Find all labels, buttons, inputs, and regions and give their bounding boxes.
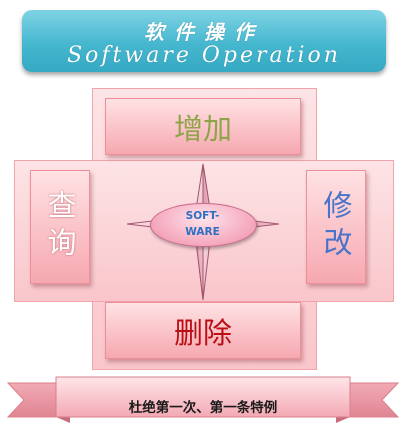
box-query-label: 查询 [43,190,77,264]
center-oval [150,203,257,247]
box-query: 查询 [30,170,90,284]
box-modify-label: 修改 [319,190,353,264]
box-modify: 修改 [306,170,366,284]
title-banner: 软件操作 Software Operation [22,10,386,72]
box-add-label: 增加 [173,111,232,146]
box-add: 增加 [105,98,301,155]
box-delete: 删除 [105,302,301,359]
banner-title-chinese: 软件操作 [144,20,264,44]
center-label-line2: WARE [185,226,220,238]
banner-title-english: Software Operation [67,43,341,68]
ribbon-text: 杜绝第一次、第一条特例 [128,400,278,416]
box-delete-label: 删除 [173,315,232,350]
ribbon-banner [6,376,400,423]
center-label-line1: SOFT- [185,210,220,222]
